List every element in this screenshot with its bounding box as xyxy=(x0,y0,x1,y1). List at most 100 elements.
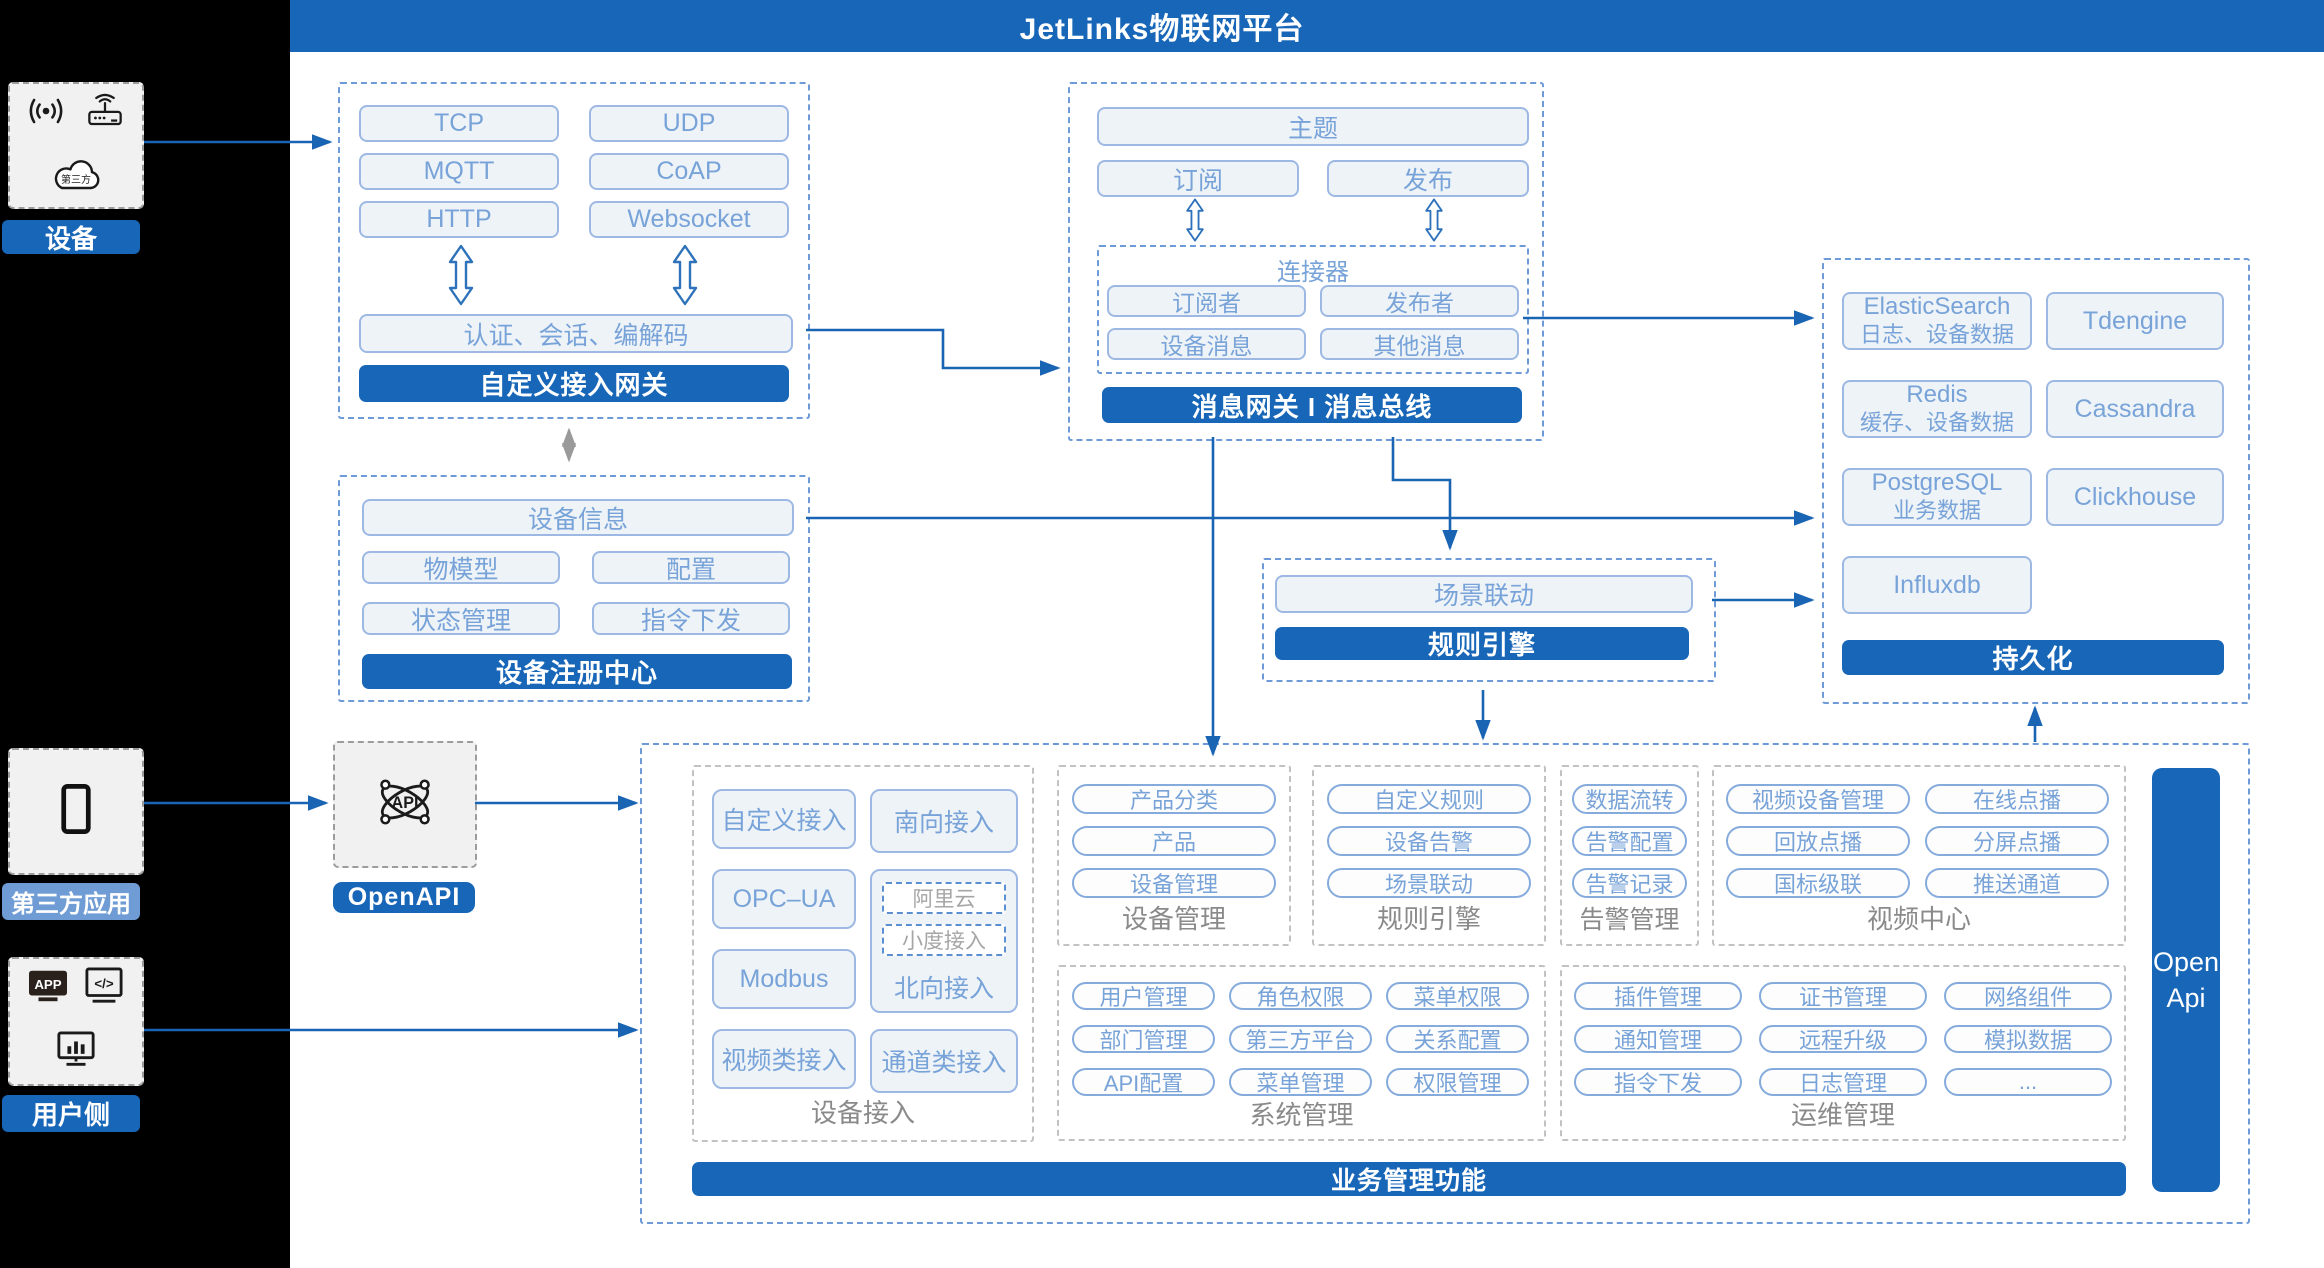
openapi-vbar-line1: Open xyxy=(2152,947,2220,977)
third-party-label: 第三方应用 xyxy=(2,883,140,920)
plugin-mgmt-box: 插件管理 xyxy=(1574,982,1742,1010)
business-box: 自定义接入 OPC–UA Modbus 视频类接入 南向接入 阿里云 小度接入 … xyxy=(640,743,2250,1224)
system-mgmt-label: 系统管理 xyxy=(1249,1100,1354,1130)
state-mgmt-box: 状态管理 xyxy=(362,602,560,635)
protocol-coap: CoAP xyxy=(589,153,789,190)
protocol-mqtt: MQTT xyxy=(359,153,559,190)
playback-box: 回放点播 xyxy=(1726,826,1910,856)
data-flow-box: 数据流转 xyxy=(1572,784,1687,814)
role-perm-box: 角色权限 xyxy=(1229,982,1372,1010)
dashboard-monitor-icon xyxy=(55,1031,97,1076)
device-side-label: 设备 xyxy=(2,220,140,254)
opcua-box: OPC–UA xyxy=(712,869,856,929)
scene-linkage-item-box: 场景联动 xyxy=(1327,868,1531,898)
elasticsearch-sub: 日志、设备数据 xyxy=(1859,322,2014,347)
user-side-icon-box: APP </> xyxy=(8,957,144,1086)
north-access-label: 北向接入 xyxy=(893,975,994,1003)
remote-upgrade-box: 远程升级 xyxy=(1759,1025,1927,1053)
north-access-box: 阿里云 小度接入 北向接入 xyxy=(870,869,1018,1013)
topic-box: 主题 xyxy=(1097,107,1529,146)
aliyun-box: 阿里云 xyxy=(882,882,1006,914)
persistence-box: ElasticSearch 日志、设备数据 Tdengine Redis 缓存、… xyxy=(1822,258,2250,704)
third-party-icon-box xyxy=(8,748,144,875)
redis-sub: 缓存、设备数据 xyxy=(1859,410,2014,435)
system-mgmt-box: 用户管理 角色权限 菜单权限 部门管理 第三方平台 关系配置 API配置 菜单管… xyxy=(1057,965,1546,1141)
cassandra-box: Cassandra xyxy=(2046,380,2224,438)
redis-box: Redis 缓存、设备数据 xyxy=(1842,380,2032,438)
custom-rule-box: 自定义规则 xyxy=(1327,784,1531,814)
device-side-icon-box: 第三方 xyxy=(8,82,144,209)
protocol-udp: UDP xyxy=(589,105,789,142)
device-info-box: 设备信息 xyxy=(362,499,794,536)
push-channel-box: 推送通道 xyxy=(1925,868,2109,898)
openapi-vbar-line2: Api xyxy=(2166,983,2206,1013)
cloud-text: 第三方 xyxy=(61,173,91,186)
cert-mgmt-box: 证书管理 xyxy=(1759,982,1927,1010)
elasticsearch-title: ElasticSearch xyxy=(1863,293,2011,320)
command-issue-box: 指令下发 xyxy=(1574,1068,1742,1096)
xiaodu-box: 小度接入 xyxy=(882,924,1006,956)
perm-mgmt-box: 权限管理 xyxy=(1386,1068,1529,1096)
log-mgmt-box: 日志管理 xyxy=(1759,1068,1927,1096)
smartphone-icon xyxy=(59,782,93,841)
custom-gateway-bar: 自定义接入网关 xyxy=(359,365,789,402)
message-bus-bar: 消息网关 I 消息总线 xyxy=(1102,387,1522,423)
publisher-box: 发布者 xyxy=(1320,285,1519,317)
subscribe-box: 订阅 xyxy=(1097,160,1299,197)
more-box: ... xyxy=(1944,1068,2112,1096)
code-glyph-text: </> xyxy=(94,976,113,991)
app-badge-icon: APP xyxy=(27,967,69,1010)
alarm-config-box: 告警配置 xyxy=(1572,826,1687,856)
updown-arrow-icon xyxy=(1421,198,1447,247)
protocol-gateway-box: TCP UDP MQTT CoAP HTTP Websocket 认证、会话、编… xyxy=(338,82,810,419)
subscriber-box: 订阅者 xyxy=(1107,285,1306,317)
thirdparty-platform-box: 第三方平台 xyxy=(1229,1025,1372,1053)
postgresql-title: PostgreSQL xyxy=(1871,469,2003,496)
device-alarm-box: 设备告警 xyxy=(1327,826,1531,856)
device-registry-box: 设备信息 物模型 配置 状态管理 指令下发 设备注册中心 xyxy=(338,475,810,702)
user-mgmt-box: 用户管理 xyxy=(1072,982,1215,1010)
south-access-box: 南向接入 xyxy=(870,789,1018,853)
rule-engine-bar: 规则引擎 xyxy=(1275,627,1689,660)
product-box: 产品 xyxy=(1072,826,1276,856)
mock-data-box: 模拟数据 xyxy=(1944,1025,2112,1053)
command-box: 指令下发 xyxy=(592,602,790,635)
network-component-box: 网络组件 xyxy=(1944,982,2112,1010)
code-window-icon: </> xyxy=(83,967,125,1010)
relation-config-box: 关系配置 xyxy=(1386,1025,1529,1053)
wireless-signal-icon xyxy=(24,92,68,135)
alarm-mgmt-label: 告警管理 xyxy=(1579,906,1680,934)
channel-access-box: 通道类接入 xyxy=(870,1029,1018,1093)
scene-linkage-box: 场景联动 xyxy=(1275,575,1693,613)
svg-text:API: API xyxy=(392,794,419,812)
device-access-box: 自定义接入 OPC–UA Modbus 视频类接入 南向接入 阿里云 小度接入 … xyxy=(692,765,1034,1142)
influxdb-box: Influxdb xyxy=(1842,556,2032,614)
device-mgmt-box: 产品分类 产品 设备管理 设备管理 xyxy=(1057,765,1291,946)
gb-cascade-box: 国标级联 xyxy=(1726,868,1910,898)
other-message-box: 其他消息 xyxy=(1320,328,1519,360)
alarm-mgmt-box: 数据流转 告警配置 告警记录 告警管理 xyxy=(1560,765,1699,946)
video-center-box: 视频设备管理 在线点播 回放点播 分屏点播 国标级联 推送通道 视频中心 xyxy=(1712,765,2126,946)
device-mgmt-item-box: 设备管理 xyxy=(1072,868,1276,898)
dept-mgmt-box: 部门管理 xyxy=(1072,1025,1215,1053)
connector-box: 连接器 订阅者 发布者 设备消息 其他消息 xyxy=(1097,245,1529,374)
openapi-icon-box: API xyxy=(333,741,477,868)
rule-engine-group-box: 自定义规则 设备告警 场景联动 规则引擎 xyxy=(1312,765,1546,946)
video-device-mgmt-box: 视频设备管理 xyxy=(1726,784,1910,814)
api-config-box: API配置 xyxy=(1072,1068,1215,1096)
persistence-bar: 持久化 xyxy=(1842,640,2224,675)
postgresql-box: PostgreSQL 业务数据 xyxy=(1842,468,2032,526)
page-title: JetLinks物联网平台 xyxy=(1019,13,1305,46)
protocol-websocket: Websocket xyxy=(589,201,789,238)
live-play-box: 在线点播 xyxy=(1925,784,2109,814)
thing-model-box: 物模型 xyxy=(362,551,560,584)
message-gateway-box: 主题 订阅 发布 连接器 订阅者 发布者 设备消息 其他消息 消息网关 I 消息… xyxy=(1068,82,1544,441)
device-message-box: 设备消息 xyxy=(1107,328,1306,360)
rule-engine-box: 场景联动 规则引擎 xyxy=(1262,558,1716,682)
updown-arrow-icon xyxy=(672,244,698,311)
app-badge-text: APP xyxy=(34,977,61,992)
alarm-record-box: 告警记录 xyxy=(1572,868,1687,898)
ops-mgmt-box: 插件管理 证书管理 网络组件 通知管理 远程升级 模拟数据 指令下发 日志管理 … xyxy=(1560,965,2126,1141)
business-mgmt-bar: 业务管理功能 xyxy=(692,1162,2126,1196)
router-icon xyxy=(82,91,128,136)
